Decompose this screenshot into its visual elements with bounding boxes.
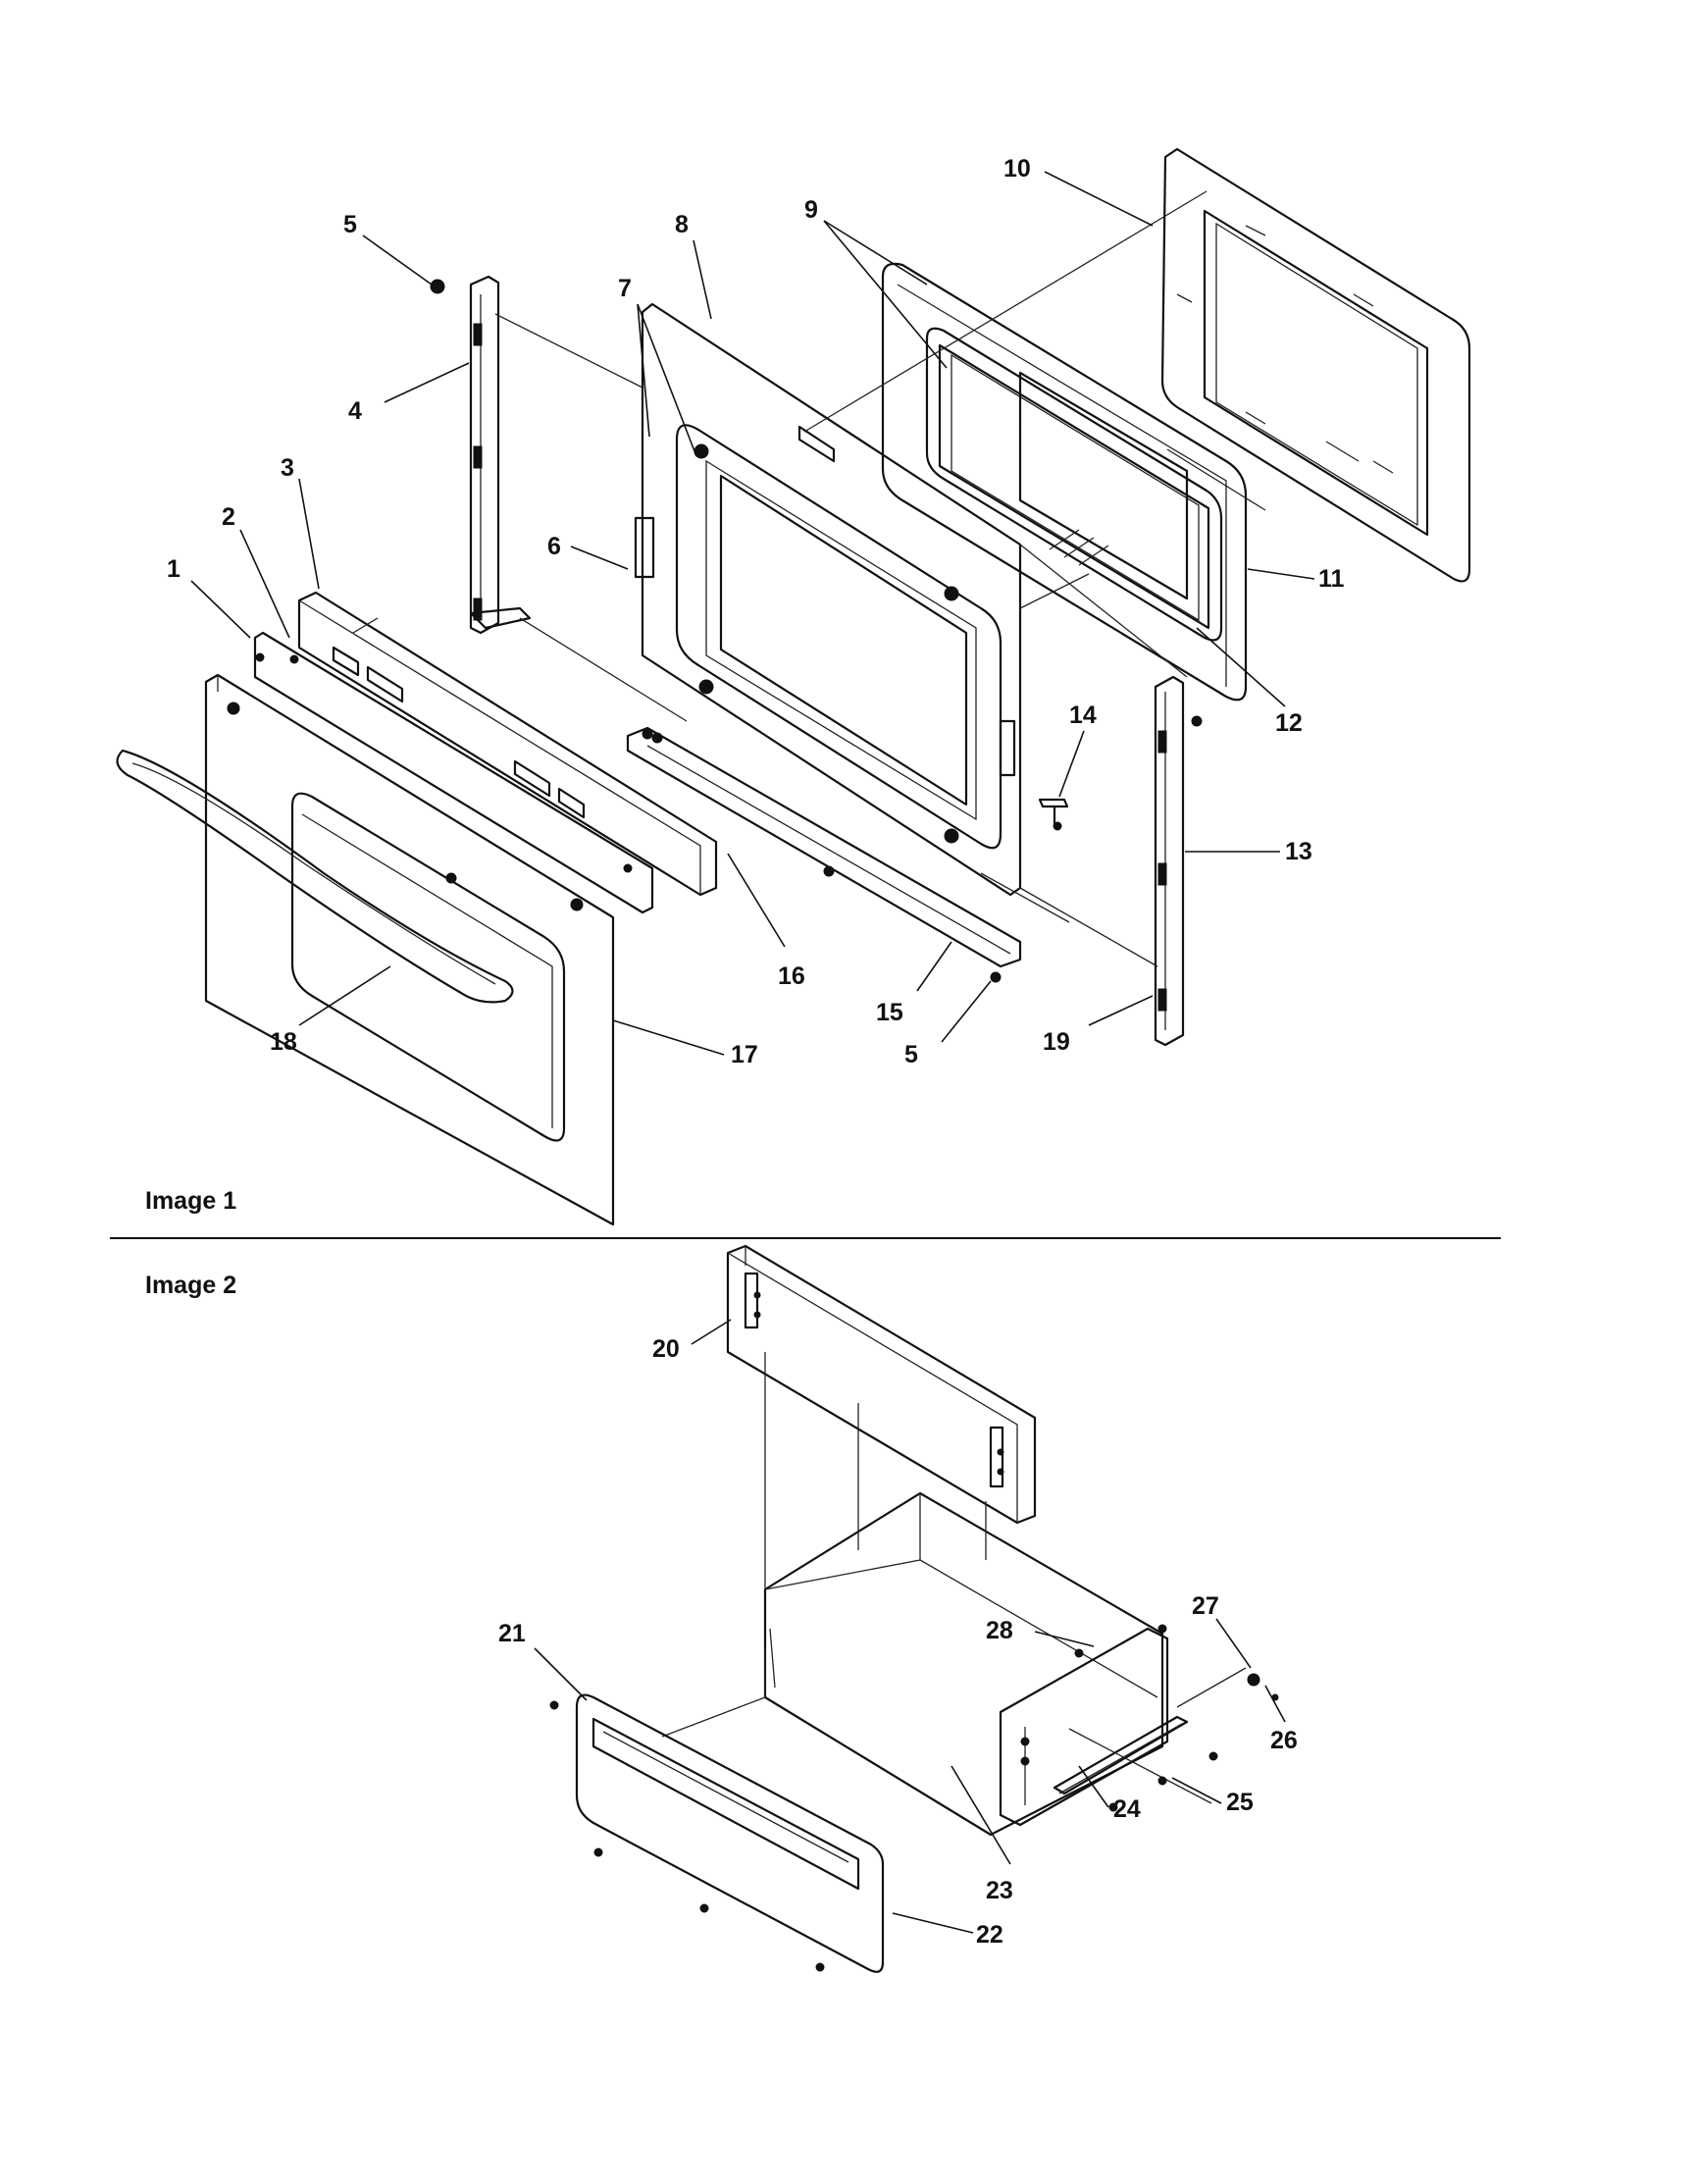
callout-4: 4 [348, 362, 470, 425]
callouts-image-1: 1 2 3 4 5 6 7 8 [167, 155, 1345, 1068]
callout-11: 11 [1247, 565, 1345, 593]
callout-5-bottom: 5 [904, 980, 992, 1068]
callout-8: 8 [675, 211, 712, 320]
part-16-bracket [253, 631, 654, 914]
svg-text:28: 28 [986, 1617, 1013, 1644]
part-20-drawer-back [726, 1244, 1037, 1525]
svg-text:3: 3 [281, 454, 294, 482]
callout-25: 25 [1171, 1777, 1254, 1816]
callout-2: 2 [222, 503, 290, 639]
svg-text:10: 10 [1003, 155, 1031, 182]
part-13-right-door-channel [1154, 675, 1185, 1047]
oven-door-assembly [116, 147, 1471, 1226]
callout-23: 23 [951, 1765, 1013, 1904]
callout-20: 20 [652, 1319, 732, 1363]
part-3-vent-baffle [297, 591, 718, 897]
svg-text:12: 12 [1275, 709, 1303, 737]
svg-text:18: 18 [270, 1028, 297, 1056]
svg-text:21: 21 [498, 1620, 526, 1647]
callout-1: 1 [167, 555, 251, 639]
svg-text:14: 14 [1069, 702, 1097, 729]
callout-5-top: 5 [343, 211, 433, 286]
part-22-drawer-front [575, 1693, 885, 1973]
part-15-bottom-trim [626, 726, 1022, 968]
callout-10: 10 [1003, 155, 1154, 227]
part-24-drawer-slide [1053, 1715, 1189, 1795]
svg-text:8: 8 [675, 211, 689, 238]
callout-19: 19 [1043, 995, 1154, 1056]
callout-18: 18 [270, 965, 391, 1056]
callout-28: 28 [986, 1617, 1095, 1647]
svg-text:7: 7 [618, 275, 632, 302]
svg-text:17: 17 [731, 1041, 758, 1068]
svg-text:5: 5 [343, 211, 357, 238]
svg-text:2: 2 [222, 503, 235, 531]
part-4-left-door-channel [469, 275, 532, 635]
callout-27: 27 [1192, 1592, 1252, 1669]
svg-text:4: 4 [348, 397, 362, 425]
screws-image-1 [255, 279, 1203, 983]
svg-text:11: 11 [1318, 565, 1345, 593]
svg-text:27: 27 [1192, 1592, 1219, 1620]
callout-21: 21 [498, 1620, 588, 1701]
callout-9: 9 [804, 196, 948, 369]
callout-14: 14 [1058, 702, 1097, 798]
svg-text:20: 20 [652, 1335, 680, 1363]
drawer-assembly [549, 1244, 1279, 1973]
svg-text:23: 23 [986, 1877, 1013, 1904]
callout-22: 22 [892, 1912, 1003, 1949]
part-14-clip [1038, 798, 1069, 831]
part-9-window-glass [925, 327, 1223, 642]
svg-text:6: 6 [547, 533, 561, 560]
screws-image-2 [549, 1624, 1279, 1972]
part-17-outer-door-panel [204, 673, 615, 1226]
alignment-lines-image-1 [352, 190, 1360, 967]
part-18-door-handle [116, 749, 514, 1004]
svg-text:15: 15 [876, 999, 903, 1026]
callout-15: 15 [876, 941, 952, 1026]
svg-text:24: 24 [1113, 1795, 1141, 1823]
svg-text:19: 19 [1043, 1028, 1070, 1056]
callout-6: 6 [547, 533, 629, 570]
part-8-inner-door-panel [634, 302, 1022, 897]
callout-26: 26 [1264, 1685, 1298, 1754]
svg-text:1: 1 [167, 555, 180, 583]
image-1-caption: Image 1 [145, 1187, 236, 1215]
callout-16: 16 [727, 853, 805, 990]
callout-13: 13 [1185, 838, 1312, 865]
part-10-inner-door-frame [1160, 147, 1471, 583]
svg-text:9: 9 [804, 196, 818, 224]
svg-text:16: 16 [778, 962, 805, 990]
callout-24: 24 [1078, 1765, 1141, 1823]
svg-text:26: 26 [1270, 1727, 1298, 1754]
image-2-caption: Image 2 [145, 1272, 236, 1299]
callout-17: 17 [612, 1019, 758, 1068]
callout-7: 7 [618, 275, 697, 457]
svg-text:13: 13 [1285, 838, 1312, 865]
svg-text:5: 5 [904, 1041, 918, 1068]
callout-3: 3 [281, 454, 320, 590]
callout-12: 12 [1196, 627, 1303, 737]
svg-text:22: 22 [976, 1921, 1003, 1949]
alignment-lines-image-2 [764, 1352, 1247, 1804]
part-11-door-gasket [881, 262, 1248, 702]
callouts-image-2: 20 21 22 23 24 25 26 27 [498, 1319, 1298, 1949]
svg-text:25: 25 [1226, 1789, 1254, 1816]
